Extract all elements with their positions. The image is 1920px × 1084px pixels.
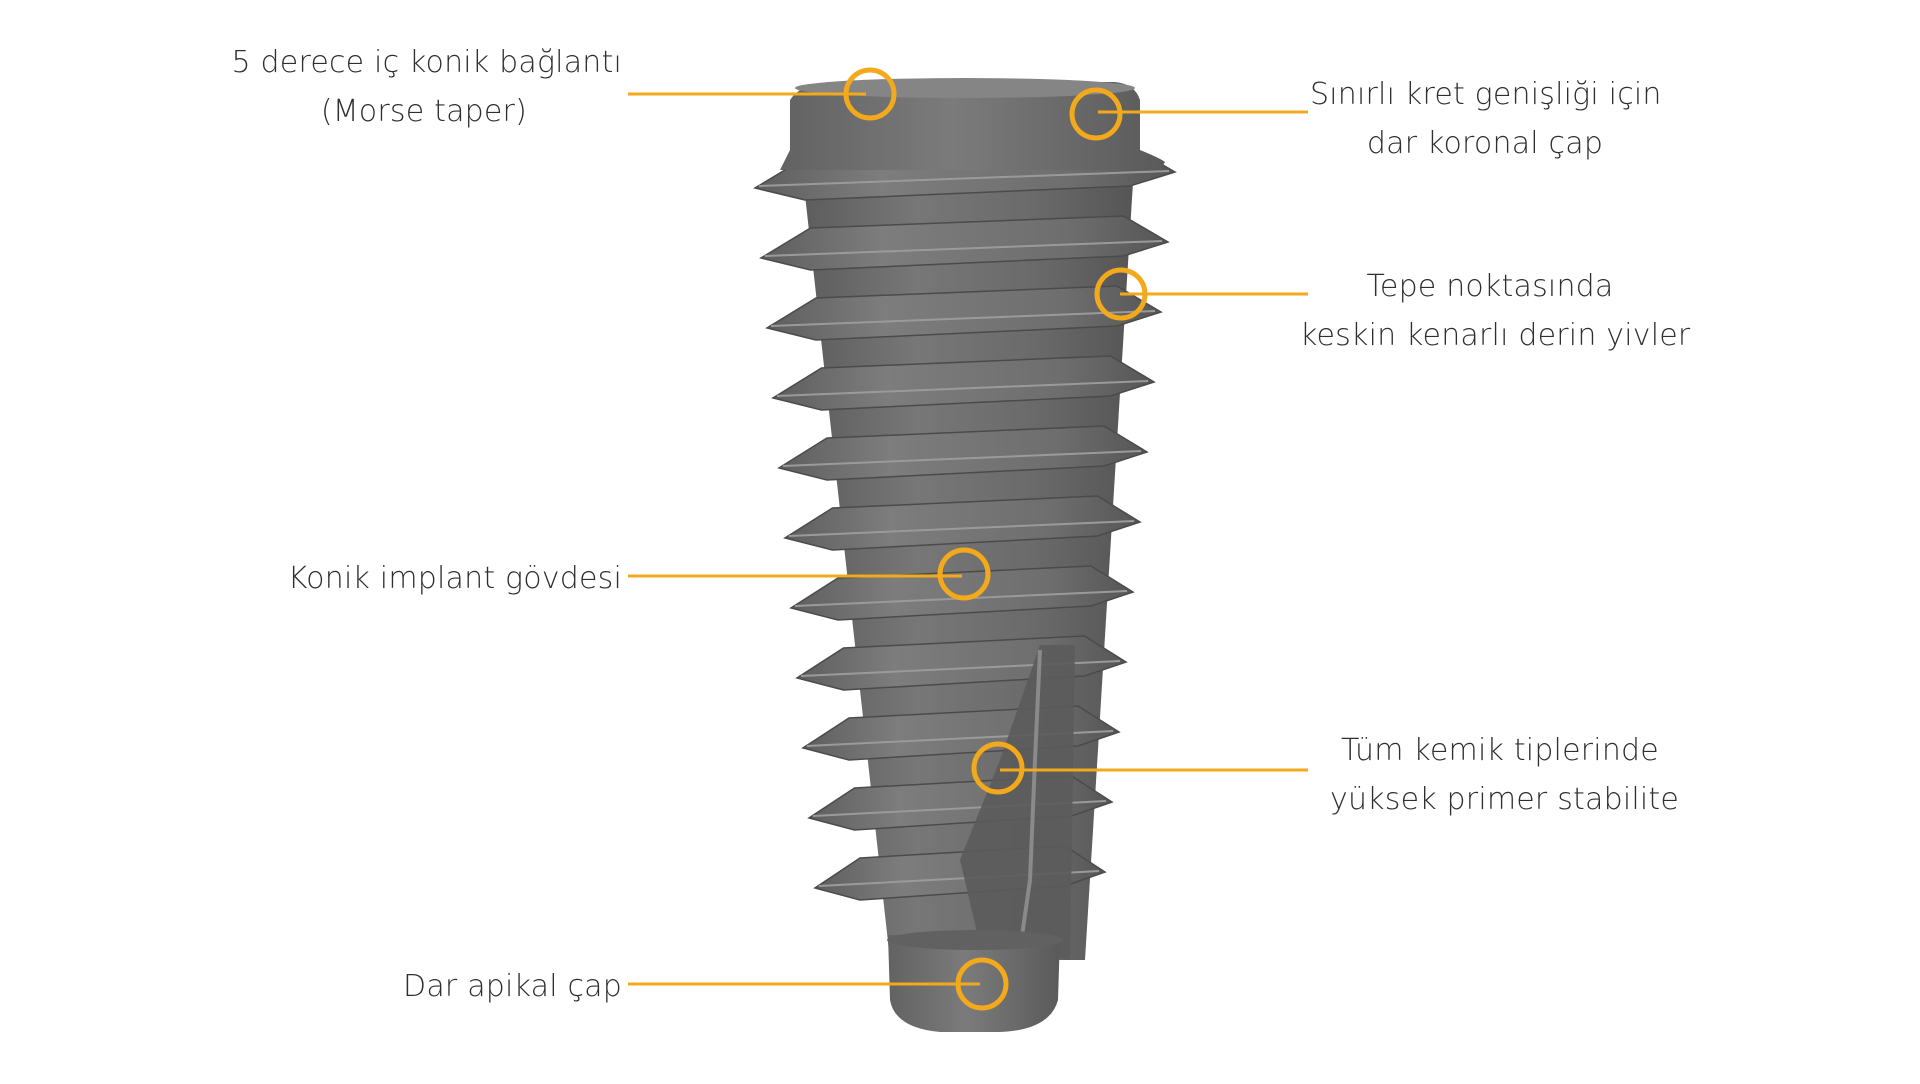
callout-apical-diameter: Dar apikal çap (403, 962, 622, 1011)
callout-circle-coronal (1069, 87, 1123, 141)
cutting-flute (960, 645, 1075, 960)
thread-ridge (777, 425, 1149, 481)
thread-ridge (783, 495, 1142, 551)
callout-circle-apical (955, 957, 1009, 1011)
callout-morse-taper-line1: 5 derece iç konik bağlantı (231, 45, 622, 80)
thread-edge-highlight (764, 240, 1163, 257)
collar-top (795, 78, 1135, 98)
thread-ridge (759, 215, 1170, 271)
callout-circle-body (937, 547, 991, 601)
callout-tapered-body: Konik implant gövdesi (288, 554, 622, 603)
callout-primary-stability-line2: yüksek primer stabilite (1330, 782, 1680, 817)
callout-sharp-threads: Tepe noktasında keskin kenarlı derin yiv… (1300, 262, 1691, 360)
callout-coronal-diameter-line1: Sınırlı kret genişliği için (1310, 77, 1662, 112)
cutting-flute-edge (1018, 649, 1042, 951)
thread-ridge (789, 565, 1135, 621)
callout-circle-stability (971, 741, 1025, 795)
apical-tip-top (887, 930, 1063, 950)
callout-primary-stability: Tüm kemik tiplerinde yüksek primer stabi… (1330, 726, 1680, 824)
implant-collar (780, 82, 1165, 170)
callout-primary-stability-line1: Tüm kemik tiplerinde (1341, 733, 1659, 768)
thread-edge-highlight (770, 310, 1156, 327)
thread-ridge (771, 355, 1156, 411)
thread-ridge (765, 285, 1163, 341)
callout-sharp-threads-line2: keskin kenarlı derin yivler (1300, 318, 1691, 353)
thread-edge-highlight (776, 380, 1149, 397)
callout-circle-threads (1094, 267, 1148, 321)
callout-tapered-body-line1: Konik implant gövdesi (287, 561, 622, 596)
callout-sharp-threads-line1: Tepe noktasında (1366, 269, 1614, 304)
callout-coronal-diameter-line2: dar koronal çap (1366, 126, 1604, 161)
callout-circle-morse (843, 67, 897, 121)
implant-core (800, 150, 1135, 960)
thread-edge-highlight (782, 450, 1142, 467)
thread-edge-highlight (758, 170, 1170, 187)
callout-coronal-diameter: Sınırlı kret genişliği için dar koronal … (1310, 70, 1662, 168)
thread-edge-highlight (788, 520, 1135, 537)
callout-apical-diameter-line1: Dar apikal çap (403, 969, 622, 1004)
callout-morse-taper-line2: (Morse taper) (320, 94, 527, 129)
callout-morse-taper: 5 derece iç konik bağlantı (Morse taper) (232, 38, 622, 136)
